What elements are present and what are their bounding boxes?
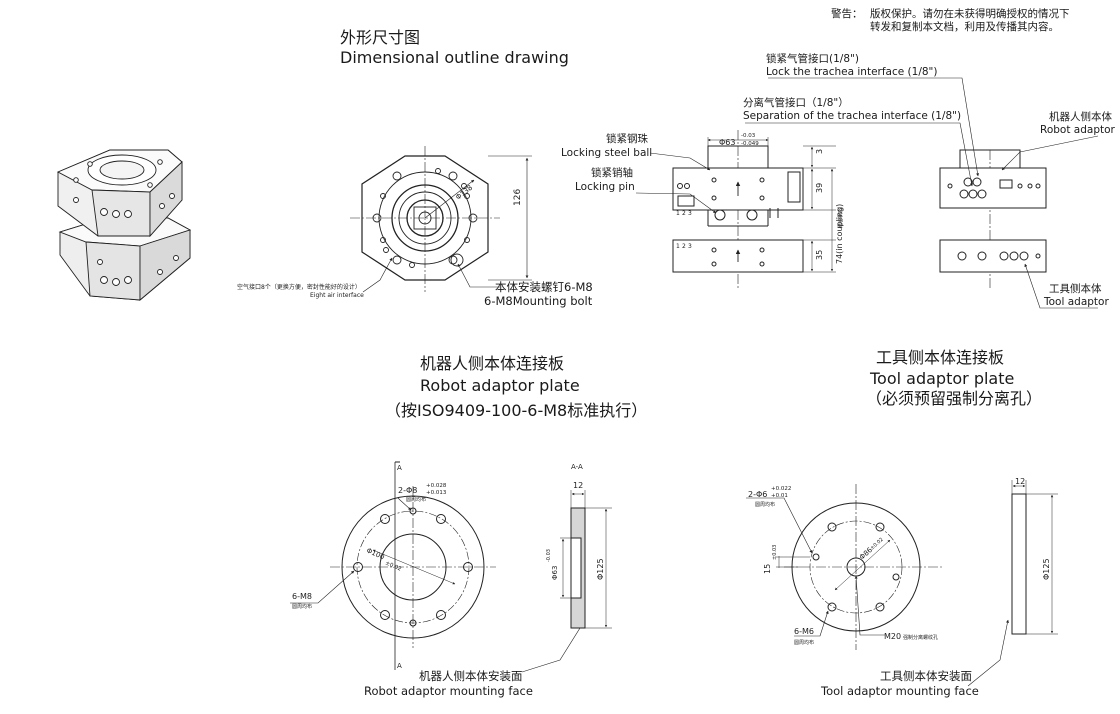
port-num-1: 1 [676, 210, 680, 217]
dim-phi138-label: Φ138 [454, 184, 474, 202]
tool-dim-pin-tol-up: +0.022 [771, 486, 791, 492]
steel-ball-en: Locking steel ball [561, 147, 653, 159]
robot-plate-view [290, 461, 612, 673]
steel-ball-cn: 锁紧钢珠 [606, 133, 648, 145]
robot-mount-face-en: Robot adaptor mounting face [364, 684, 533, 698]
robot-dim-pin-tol-dn: +0.013 [426, 490, 447, 496]
tool-plate-title-en: Tool adaptor plate [870, 369, 1015, 388]
tool-dim-m20: M20 [884, 632, 901, 641]
tool-dim-pin-tol-dn: +0.01 [771, 493, 788, 499]
tool-plate-view [746, 480, 1058, 687]
separation-en: Separation of the trachea interface (1/8… [743, 110, 962, 122]
tool-dim-phi86-tol: ±0.02 [869, 537, 884, 552]
robot-side-en: Robot adaptor [1040, 124, 1115, 136]
robot-dim-bolt-note: 圆周均布 [292, 603, 312, 610]
outline-title-cn: 外形尺寸图 [340, 28, 421, 47]
warning-line-1: 版权保护。请勿在未获得明确授权的情况下 [870, 8, 1070, 20]
robot-dim-phi100-tol: ±0.02 [384, 560, 402, 572]
tool-side-en: Tool adaptor [1044, 296, 1109, 308]
dim-74-cn-label: 结合状态 [837, 208, 844, 228]
tool-plate-title-cn: 工具侧本体连接板 [876, 348, 1005, 367]
robot-mount-face-cn: 机器人侧本体安装面 [419, 669, 523, 683]
robot-plate-title-en: Robot adaptor plate [420, 376, 580, 395]
robot-dim-phi63: Φ63 [551, 566, 559, 580]
dim-3-label: 3 [815, 149, 824, 154]
isometric-view [56, 149, 192, 301]
port-num-2b: 2 [682, 243, 686, 250]
dim-phi63-label: Φ63 [719, 138, 735, 147]
mounting-bolt-en: 6-M8Mounting bolt [484, 294, 593, 308]
robot-dim-12: 12 [573, 481, 583, 490]
tool-dim-bolt: 6-M6 [794, 627, 814, 636]
section-mark-a-bottom: A [397, 662, 402, 670]
robot-dim-bolt: 6-M8 [292, 592, 312, 601]
port-num-3: 3 [688, 210, 692, 217]
outline-title-en: Dimensional outline drawing [340, 48, 569, 67]
dim-126-label: 126 [513, 189, 523, 206]
pin-cn: 锁紧销轴 [591, 167, 633, 179]
side-view [635, 130, 836, 290]
tool-dim-12: 12 [1015, 477, 1025, 486]
pin-en: Locking pin [575, 181, 635, 193]
warning-label: 警告： [831, 8, 863, 20]
dim-74-label: 74(in coupling) [835, 204, 844, 264]
port-num-3b: 3 [688, 243, 692, 250]
lock-trachea-cn: 锁紧气管接口(1/8") [766, 53, 859, 65]
dim-39-label: 39 [815, 183, 824, 193]
robot-dim-phi125: Φ125 [596, 558, 605, 580]
tool-dim-15: 15 [763, 564, 772, 574]
air-interface-cn: 空气接口8个（更换方便，密封性能好的设计） [237, 284, 361, 291]
robot-dim-pin-note: 圆周均布 [406, 496, 426, 503]
dim-35-label: 35 [815, 250, 824, 260]
robot-dim-phi100: Φ100 [365, 547, 385, 562]
tool-mount-face-cn: 工具侧本体安装面 [880, 669, 972, 683]
robot-dim-phi63-tol: -0.03 [546, 549, 552, 562]
tool-dim-phi125: Φ125 [1042, 558, 1051, 580]
section-label: A-A [571, 463, 583, 471]
dim-phi63-tol-up: -0.03 [741, 133, 756, 139]
robot-side-cn: 机器人侧本体 [1049, 111, 1112, 123]
tool-dim-m20-note: 强制分离螺纹孔 [903, 634, 938, 641]
port-num-1b: 1 [676, 243, 680, 250]
tool-dim-pin-note: 圆周均布 [755, 501, 775, 508]
tool-dim-15-tol: ±0.03 [772, 545, 778, 560]
tool-mount-face-en: Tool adaptor mounting face [821, 684, 979, 698]
tool-plate-note: （必须预留强制分离孔） [866, 389, 1043, 408]
robot-plate-standard: （按ISO9409-100-6-M8标准执行） [385, 401, 648, 420]
tool-dim-pin: 2-Φ6 [748, 490, 767, 499]
port-num-2: 2 [682, 210, 686, 217]
section-mark-a-top: A [397, 464, 402, 472]
mounting-bolt-cn: 本体安装螺钉6-M8 [495, 280, 593, 294]
warning-line-2: 转发和复制本文档，利用及传播其内容。 [870, 21, 1059, 33]
separation-cn: 分离气管接口（1/8"） [743, 97, 849, 109]
robot-plate-title-cn: 机器人侧本体连接板 [420, 354, 565, 373]
tool-side-cn: 工具侧本体 [1049, 283, 1102, 295]
tool-dim-bolt-note: 圆周均布 [794, 639, 814, 646]
lock-trachea-en: Lock the trachea interface (1/8") [766, 66, 938, 78]
robot-dim-pin: 2-Φ8 [398, 486, 417, 495]
air-interface-en: Eight air interface [310, 292, 364, 299]
side-view-right [745, 77, 1099, 309]
dim-phi63-tol-dn: -0.049 [741, 141, 759, 147]
front-view [350, 146, 532, 293]
robot-dim-pin-tol-up: +0.028 [426, 483, 447, 489]
